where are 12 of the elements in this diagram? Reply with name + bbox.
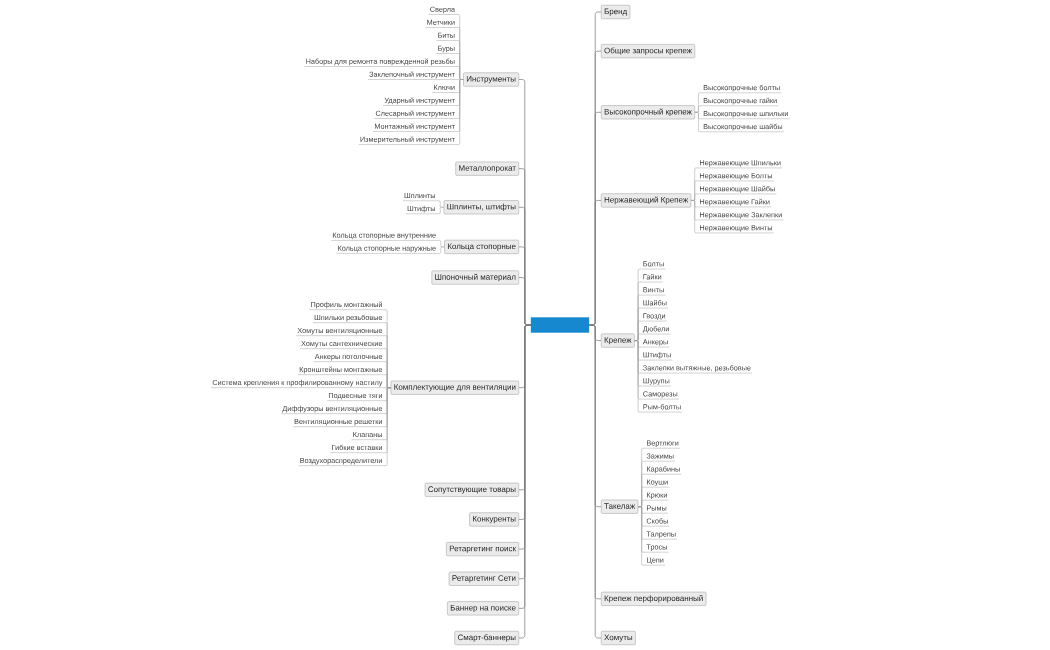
connector-line — [436, 200, 444, 208]
connector-line — [637, 506, 646, 566]
connector-line — [690, 200, 699, 234]
central-topic-box — [530, 317, 590, 333]
connector-line — [436, 207, 444, 214]
connector-line — [383, 387, 391, 466]
connector-line — [437, 246, 445, 254]
connector-line — [383, 374, 391, 388]
connector-line — [634, 333, 642, 341]
connector-line — [634, 340, 642, 413]
connector-line — [694, 112, 703, 133]
connector-line — [455, 79, 464, 145]
